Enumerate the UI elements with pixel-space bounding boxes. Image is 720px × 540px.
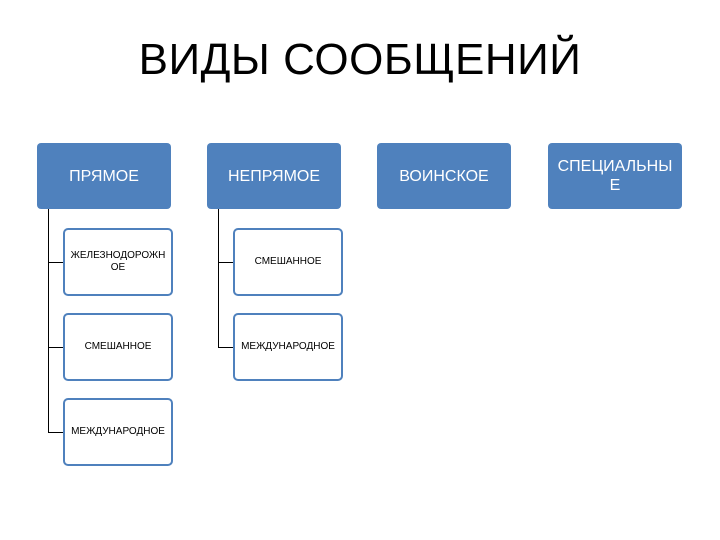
subcategory-direct-international: МЕЖДУНАРОДНОЕ (63, 398, 173, 466)
connector-indirect-trunk (218, 209, 219, 347)
subcategory-direct-mixed: СМЕШАННОЕ (63, 313, 173, 381)
connector-indirect-2 (218, 347, 233, 348)
slide-title: ВИДЫ СООБЩЕНИЙ (138, 35, 582, 84)
connector-direct-1 (48, 262, 63, 263)
subcategory-indirect-international: МЕЖДУНАРОДНОЕ (233, 313, 343, 381)
connector-direct-trunk (48, 209, 49, 433)
connector-indirect-1 (218, 262, 233, 263)
subcategory-indirect-mixed: СМЕШАННОЕ (233, 228, 343, 296)
category-military: ВОИНСКОЕ (377, 143, 511, 209)
category-indirect: НЕПРЯМОЕ (207, 143, 341, 209)
category-direct: ПРЯМОЕ (37, 143, 171, 209)
subcategory-direct-railway: ЖЕЛЕЗНОДОРОЖНОЕ (63, 228, 173, 296)
category-special: СПЕЦИАЛЬНЫЕ (548, 143, 682, 209)
connector-direct-3 (48, 432, 63, 433)
connector-direct-2 (48, 347, 63, 348)
